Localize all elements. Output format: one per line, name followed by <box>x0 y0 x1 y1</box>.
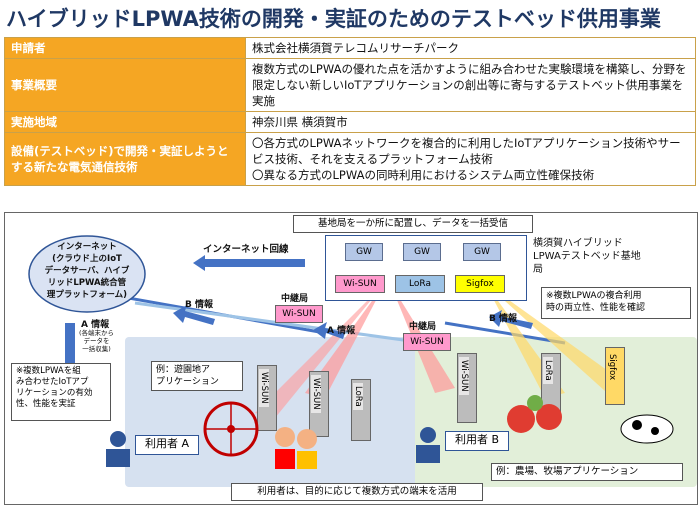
terminal-a-1-label: Wi-SUN <box>259 369 269 407</box>
internet-line-label: インターネット回線 <box>203 244 289 255</box>
a-info-sub-label: (各端末から データを 一括収集) <box>79 329 115 353</box>
terminal-b-2: LoRa <box>541 353 561 415</box>
bottom-note: 利用者は、目的に応じて複数方式の端末を活用 <box>231 483 483 501</box>
b-info-left-label: B 情報 <box>185 300 213 310</box>
technology-line-1: 〇各方式のLPWAネットワークを複合的に利用したIoTアプリケーション技術やサー… <box>252 136 681 166</box>
terminal-a-3-label: LoRa <box>353 383 363 410</box>
b-info-arrow-left <box>173 305 215 325</box>
example-b: 例：農場、牧場アプリケーション <box>491 463 683 481</box>
lora-module: LoRa <box>395 275 445 293</box>
relay-label-center: 中継局 <box>409 322 437 332</box>
a-info-arrow-left <box>57 323 83 387</box>
b-info-right-label: B 情報 <box>489 314 517 324</box>
wisun-module: Wi-SUN <box>335 275 385 293</box>
relay-label-left: 中継局 <box>281 294 309 304</box>
page-title: ハイブリッドLPWA技術の開発・実証のためのテストベッド供用事業 <box>6 7 661 31</box>
connection-lines <box>57 255 625 418</box>
sigfox-module: Sigfox <box>455 275 505 293</box>
user-a-icon <box>106 431 130 467</box>
user-b-label: 利用者 B <box>445 431 509 451</box>
terminal-b-3: Sigfox <box>605 347 625 405</box>
cow-icon <box>620 414 674 444</box>
user-a-label: 利用者 A <box>135 435 199 455</box>
gw-icon-3: GW <box>463 243 501 261</box>
row-value-technology: 〇各方式のLPWAネットワークを複合的に利用したIoTアプリケーション技術やサー… <box>245 132 696 186</box>
user-b-icon <box>416 427 440 463</box>
terminal-b-1-label: Wi-SUN <box>459 357 469 395</box>
children-icon <box>275 427 317 469</box>
tomato-icon <box>507 395 562 433</box>
terminal-a-2: Wi-SUN <box>309 371 329 437</box>
signal-beam-3 <box>255 283 385 418</box>
table-row: 実施地域 神奈川県 横須賀市 <box>4 111 696 133</box>
terminal-b-1: Wi-SUN <box>457 353 477 423</box>
example-a: 例：遊園地ア プリケーション <box>151 361 243 391</box>
row-label-applicant: 申請者 <box>4 37 246 59</box>
relay-wisun-center: Wi-SUN <box>403 333 451 351</box>
ferris-wheel-icon <box>203 401 259 457</box>
a-info-left-label: A 情報 <box>81 320 110 330</box>
a-info-arrow-center <box>313 322 345 339</box>
b-info-line-right <box>444 321 566 345</box>
note-left: ※複数LPWAを組 み合わせたIoTアプ リケーションの有効 性、性能を実証 <box>11 363 111 421</box>
row-value-applicant: 株式会社横須賀テレコムリサーチパーク <box>245 37 696 59</box>
note-right: ※複数LPWAの複合利用 時の両立性、性能を確認 <box>541 287 691 319</box>
info-table: 申請者 株式会社横須賀テレコムリサーチパーク 事業概要 複数方式のLPWAの優れ… <box>4 37 696 186</box>
cloud-icon <box>28 235 146 313</box>
relay-wisun-left: Wi-SUN <box>275 305 323 323</box>
terminal-a-2-label: Wi-SUN <box>311 375 321 413</box>
row-value-overview: 複数方式のLPWAの優れた点を活かすように組み合わせた実験環境を構築し、分野を限… <box>245 58 696 112</box>
diagram-area: インターネット (クラウド上のIoT データサーバ、ハイブ リッドLPWA統合管… <box>4 212 698 505</box>
table-row: 事業概要 複数方式のLPWAの優れた点を活かすように組み合わせた実験環境を構築し… <box>4 58 696 112</box>
technology-line-2: 〇異なる方式のLPWAの同時利用におけるシステム両立性確保技術 <box>252 168 595 182</box>
gw-icon-1: GW <box>345 243 383 261</box>
terminal-a-3: LoRa <box>351 379 371 441</box>
table-row: 設備(テストベッド)で開発・実証しようとする新たな電気通信技術 〇各方式のLPW… <box>4 132 696 186</box>
row-label-overview: 事業概要 <box>4 58 246 112</box>
cloud-text: インターネット (クラウド上のIoT データサーバ、ハイブ リッドLPWA統合管… <box>44 242 130 300</box>
row-label-technology: 設備(テストベッド)で開発・実証しようとする新たな電気通信技術 <box>4 132 246 186</box>
signal-beam-5 <box>485 283 625 391</box>
terminal-b-3-label: Sigfox <box>607 351 617 384</box>
testbed-label: 横須賀ハイブリッド LPWAテストベッド基地 局 <box>533 238 641 275</box>
internet-line-arrow <box>193 255 305 271</box>
gw-icon-2: GW <box>403 243 441 261</box>
signal-beam-1 <box>305 283 385 398</box>
terminal-b-2-label: LoRa <box>543 357 553 384</box>
terminal-a-1: Wi-SUN <box>257 365 277 431</box>
a-info-center-label: A 情報 <box>327 326 356 336</box>
row-label-region: 実施地域 <box>4 111 246 133</box>
b-info-arrow-right <box>489 310 533 329</box>
base-station-note: 基地局を一か所に配置し、データを一括受信 <box>293 215 533 233</box>
table-row: 申請者 株式会社横須賀テレコムリサーチパーク <box>4 37 696 59</box>
row-value-region: 神奈川県 横須賀市 <box>245 111 696 133</box>
